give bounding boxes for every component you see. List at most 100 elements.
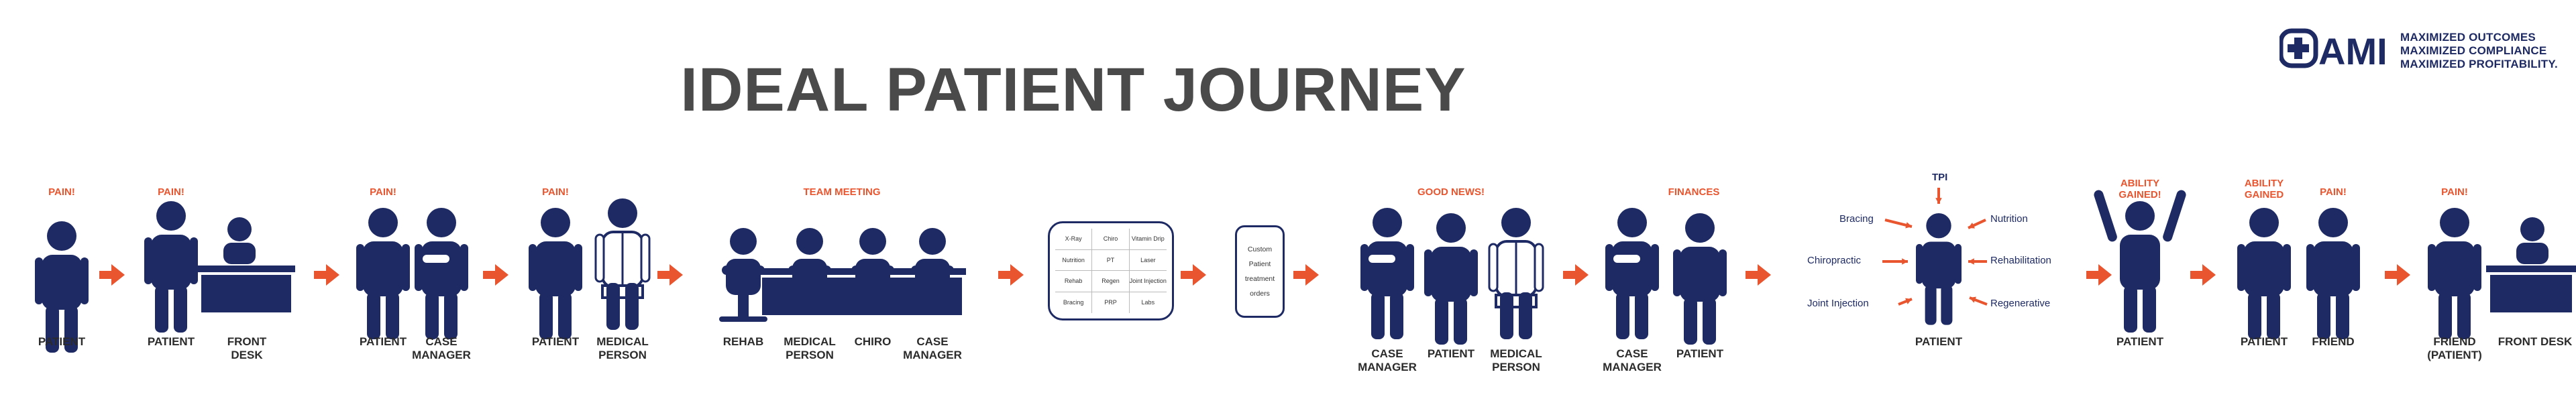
patient-8-icon: [2094, 190, 2186, 333]
flow-arrow-6: [1181, 264, 1206, 286]
table-cell: PT: [1092, 249, 1130, 271]
label-patient-4: PATIENT: [531, 335, 580, 348]
front-desk-1-icon: [197, 266, 295, 312]
treatment-options-table: X-Ray Chiro Vitamin Drip Nutrition PT La…: [1048, 221, 1174, 320]
callout-pain-5: PAIN!: [2320, 186, 2347, 198]
callout-good-news: GOOD NEWS!: [1417, 186, 1485, 198]
label-medical-person-3: MEDICAL PERSON: [1490, 347, 1542, 373]
label-friend-patient: FRIEND (PATIENT): [2427, 335, 2482, 361]
care-map-nutrition: Nutrition: [1990, 213, 2028, 225]
patient-4-icon: [529, 208, 582, 339]
table-cell: Nutrition: [1055, 249, 1093, 271]
care-arrow-chiropractic: [1882, 258, 1908, 265]
label-friend: FRIEND: [2312, 335, 2355, 348]
table-cell: Vitamin Drip: [1129, 229, 1167, 250]
table-cell: Bracing: [1055, 292, 1093, 313]
flow-arrow-2: [314, 264, 339, 286]
care-map-bracing: Bracing: [1839, 213, 1874, 225]
callout-finances: FINANCES: [1668, 186, 1720, 198]
flow-arrow-1: [99, 264, 125, 286]
table-cell: Labs: [1141, 299, 1155, 306]
label-patient-7: PATIENT: [1915, 335, 1963, 348]
callout-pain-2: PAIN!: [158, 186, 184, 198]
orders-line: orders: [1250, 290, 1270, 298]
patient-3-icon: [356, 208, 410, 339]
label-case-manager-2: CASE MANAGER: [903, 335, 962, 361]
logo-line-3: MAXIMIZED PROFITABILITY.: [2400, 58, 2558, 70]
patient-7-icon: [1916, 213, 1962, 325]
label-medical-person-2: MEDICAL PERSON: [784, 335, 836, 361]
logo-line-1: MAXIMIZED OUTCOMES: [2400, 31, 2536, 44]
patient-2-icon: [144, 201, 198, 333]
label-medical-person-1: MEDICAL PERSON: [596, 335, 649, 361]
label-chiro: CHIRO: [854, 335, 892, 348]
table-cell: Joint Injection: [1129, 271, 1167, 292]
care-arrow-tpi: [1935, 188, 1942, 204]
label-patient-9: PATIENT: [2240, 335, 2288, 348]
care-arrow-rehabilitation: [1968, 258, 1987, 265]
medical-person-3-icon: [1488, 208, 1544, 339]
front-desk-2-icon: [2486, 266, 2576, 312]
callout-pain-6: PAIN!: [2441, 186, 2468, 198]
page-title: IDEAL PATIENT JOURNEY: [680, 56, 1466, 124]
care-arrow-nutrition: [1968, 219, 1986, 229]
callout-team-meeting: TEAM MEETING: [803, 186, 881, 198]
table-cell: Laser: [1129, 250, 1167, 271]
front-desk-person-2-body: [2516, 243, 2548, 264]
care-map-tpi: TPI: [1932, 172, 1948, 183]
meeting-table-icon: [758, 268, 966, 315]
flow-arrow-5: [998, 264, 1024, 286]
flow-arrow-7: [1293, 264, 1319, 286]
orders-line: Patient: [1248, 260, 1271, 268]
orders-line: Custom: [1247, 245, 1273, 253]
label-case-manager-3: CASE MANAGER: [1358, 347, 1417, 373]
label-patient-2: PATIENT: [147, 335, 195, 348]
care-map-regenerative: Regenerative: [1990, 298, 2051, 309]
case-manager-1-icon: [415, 208, 468, 339]
ami-logo: AMI MAXIMIZED OUTCOMES MAXIMIZED COMPLIA…: [2279, 27, 2561, 74]
case-manager-3-icon: [1360, 208, 1414, 339]
callout-pain-1: PAIN!: [48, 186, 75, 198]
front-desk-person-1-icon: [227, 217, 252, 241]
label-patient-3: PATIENT: [359, 335, 407, 348]
front-desk-person-2-icon: [2520, 217, 2544, 241]
callout-ability-gained-2: ABILITY GAINED: [2244, 178, 2284, 200]
callout-pain-4: PAIN!: [542, 186, 569, 198]
patient-1-icon: [35, 221, 89, 353]
flow-arrow-4: [657, 264, 683, 286]
label-patient-1: PATIENT: [38, 335, 86, 348]
patient-5-icon: [1424, 213, 1478, 345]
front-desk-person-1-body: [223, 243, 256, 264]
label-case-manager-4: CASE MANAGER: [1603, 347, 1662, 373]
case-manager-4-icon: [1605, 208, 1659, 339]
ami-logo-mark: AMI: [2279, 28, 2387, 72]
care-map-rehabilitation: Rehabilitation: [1990, 255, 2051, 266]
medical-person-1-icon: [594, 198, 651, 330]
table-cell: Rehab: [1055, 271, 1093, 292]
care-map-joint-injection: Joint Injection: [1807, 298, 1869, 309]
label-front-desk-1: FRONT DESK: [227, 335, 267, 361]
flow-arrow-12: [2385, 264, 2410, 286]
label-rehab: REHAB: [722, 335, 764, 348]
label-patient-8: PATIENT: [2116, 335, 2164, 348]
flow-arrow-8: [1563, 264, 1589, 286]
label-front-desk-2: FRONT DESK: [2498, 335, 2573, 348]
logo-line-2: MAXIMIZED COMPLIANCE: [2400, 44, 2547, 57]
table-cell: X-Ray: [1055, 229, 1093, 250]
label-patient-6: PATIENT: [1676, 347, 1724, 360]
label-case-manager-1: CASE MANAGER: [412, 335, 471, 361]
table-cell: Regen: [1092, 271, 1130, 292]
label-patient-5: PATIENT: [1427, 347, 1475, 360]
table-cell: PRP: [1092, 292, 1130, 313]
rehab-icon: [719, 228, 767, 322]
callout-pain-3: PAIN!: [370, 186, 396, 198]
patient-6-icon: [1673, 213, 1727, 345]
patient-9-icon: [2237, 208, 2291, 339]
logo-wordmark: AMI: [2318, 30, 2387, 72]
care-map-chiropractic: Chiropractic: [1807, 255, 1862, 266]
orders-line: treatment: [1244, 275, 1275, 283]
flow-arrow-10: [2086, 264, 2112, 286]
care-arrow-regenerative: [1969, 296, 1988, 306]
care-arrow-bracing: [1884, 219, 1913, 229]
friend-patient-icon: [2428, 208, 2481, 339]
